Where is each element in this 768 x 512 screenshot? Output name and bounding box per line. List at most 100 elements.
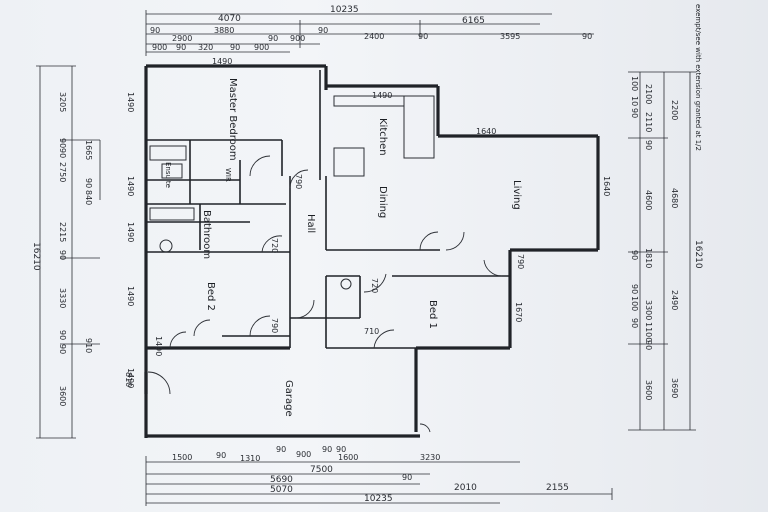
- right-dim-3: 90: [630, 108, 639, 118]
- left-dim-overall: 16210: [31, 242, 41, 271]
- left-dim-2: 1665: [84, 140, 93, 160]
- right-dim-15: 3600: [644, 380, 653, 400]
- left-dim-13: 3600: [58, 386, 67, 406]
- right-dim-overall: 16210: [693, 240, 703, 269]
- room-kitchen: Kitchen: [377, 118, 388, 156]
- room-hall: Hall: [305, 214, 316, 233]
- right-dimensions: 100 2100 10 90 2110 90 4600 90 1810 90 1…: [628, 71, 703, 431]
- top-dim-r2-5: 3595: [500, 32, 520, 41]
- room-labels: Master Bedroom Kitchen Dining Living Hal…: [164, 78, 522, 417]
- room-living: Living: [511, 180, 522, 210]
- bottom-dim-r1-1: 90: [216, 451, 226, 460]
- right-dim-13: 1100: [644, 322, 653, 342]
- bottom-dim-r1-8: 3230: [420, 453, 440, 462]
- left-dim-8: 90: [58, 250, 67, 260]
- top-dim-r4-4: 900: [254, 43, 269, 52]
- top-dim-r4-0: 900: [152, 43, 167, 52]
- top-dim-r4-1: 90: [176, 43, 186, 52]
- top-dim-r3-1: 90: [268, 34, 278, 43]
- right-dim-5: 90: [644, 140, 653, 150]
- bottom-dim-r1-0: 1500: [172, 453, 192, 462]
- bottom-dim-r1-7: 1600: [338, 453, 358, 462]
- bottom-dim-r2: 7500: [310, 465, 333, 475]
- right-dim-14: 90: [644, 340, 653, 350]
- rd-left-2: 1490: [126, 176, 135, 196]
- rd-790: 790: [516, 254, 525, 269]
- rd-left-1: 1490: [126, 92, 135, 112]
- top-dim-r4-2: 320: [198, 43, 213, 52]
- walls: [144, 64, 600, 438]
- top-dim-overall: 10235: [330, 5, 359, 15]
- bottom-dim-r1-4: 900: [296, 450, 311, 459]
- top-dim-r2-0: 90: [150, 26, 160, 35]
- rd-720: 720: [370, 278, 379, 293]
- room-bed1: Bed 1: [427, 300, 438, 329]
- left-dim-4: 2750: [58, 162, 67, 182]
- rd-left-3: 1490: [126, 222, 135, 242]
- left-dim-12: 910: [84, 338, 93, 353]
- left-dim-1: 90: [58, 138, 67, 148]
- right-dim-outer-3: 3690: [670, 378, 679, 398]
- corner-note: exempt/see with extension granted at 1/2: [694, 4, 702, 151]
- left-dim-10: 90: [58, 330, 67, 340]
- rd-bed1: 1670: [514, 302, 523, 322]
- rd-living-side: 1640: [602, 176, 611, 196]
- right-dim-7: 90: [630, 250, 639, 260]
- right-dim-6: 4600: [644, 190, 653, 210]
- top-dimensions: 10235 4070 6165 90 3880 90 2400 90 3595 …: [145, 5, 594, 56]
- right-dim-outer-1: 4680: [670, 188, 679, 208]
- top-dim-r2-3: 2400: [364, 32, 384, 41]
- bottom-dim-r3-1: 90: [402, 473, 412, 482]
- left-dimensions: 16210 3205 90 1665 90 2750 90 840 2215 9…: [31, 65, 101, 439]
- top-dim-r2-4: 90: [418, 32, 428, 41]
- right-dim-2: 10: [630, 96, 639, 106]
- right-dim-outer-2: 2490: [670, 290, 679, 310]
- top-dim-r1a: 4070: [218, 14, 241, 24]
- right-dim-8: 1810: [644, 248, 653, 268]
- top-dim-r3-0: 2900: [172, 34, 192, 43]
- top-dim-r3-2: 900: [290, 34, 305, 43]
- left-dim-0: 3205: [58, 92, 67, 112]
- right-dim-12: 90: [630, 318, 639, 328]
- top-dim-r2-6: 90: [582, 32, 592, 41]
- rd-left-5: 1490: [126, 368, 135, 388]
- room-wir: WIR: [224, 168, 232, 182]
- bottom-dim-r1-5: 90: [322, 445, 332, 454]
- rd-bed2: 1490: [154, 336, 163, 356]
- right-dim-outer-0: 2200: [670, 100, 679, 120]
- left-dim-5: 90: [84, 178, 93, 188]
- rd-living-w: 1640: [476, 127, 496, 136]
- room-ensuite: Ensuite: [164, 162, 172, 188]
- right-dim-9: 90: [630, 284, 639, 294]
- door-swings: [147, 155, 503, 433]
- room-bed2: Bed 2: [205, 282, 216, 311]
- room-dining: Dining: [377, 186, 388, 218]
- bottom-dim-r4-1: 2010: [454, 483, 477, 493]
- right-dim-4: 2110: [644, 112, 653, 132]
- rd-710: 710: [364, 327, 379, 336]
- bottom-dim-r1-2: 1310: [240, 454, 260, 463]
- rd-garage-810: 810: [124, 372, 133, 387]
- rd-kitchen-w: 1490: [372, 91, 392, 100]
- right-dim-11: 3300: [644, 300, 653, 320]
- left-dim-6: 840: [84, 190, 93, 205]
- right-dim-1: 2100: [644, 84, 653, 104]
- right-dim-0: 100: [630, 76, 639, 91]
- left-dim-9: 3330: [58, 288, 67, 308]
- rd-left-4: 1490: [126, 286, 135, 306]
- left-dim-7: 2215: [58, 222, 67, 242]
- rd-bath-door: 720: [270, 238, 279, 253]
- rd-bed2-door: 790: [270, 318, 279, 333]
- bottom-dimensions: 1500 90 1310 90 900 90 90 1600 3230 7500…: [145, 445, 613, 506]
- bottom-dim-r4-2: 2155: [546, 483, 569, 493]
- rd-hall-790: 790: [294, 174, 303, 189]
- top-dim-r2-1: 3880: [214, 26, 234, 35]
- room-dimensions: 1490 1490 1490 1490 1490 1490 1640 1640 …: [124, 57, 611, 388]
- room-master-bedroom: Master Bedroom: [227, 78, 238, 161]
- top-dim-r4-3: 90: [230, 43, 240, 52]
- bottom-dim-overall: 10235: [364, 494, 393, 504]
- room-garage: Garage: [283, 380, 294, 417]
- left-dim-3: 90: [58, 148, 67, 158]
